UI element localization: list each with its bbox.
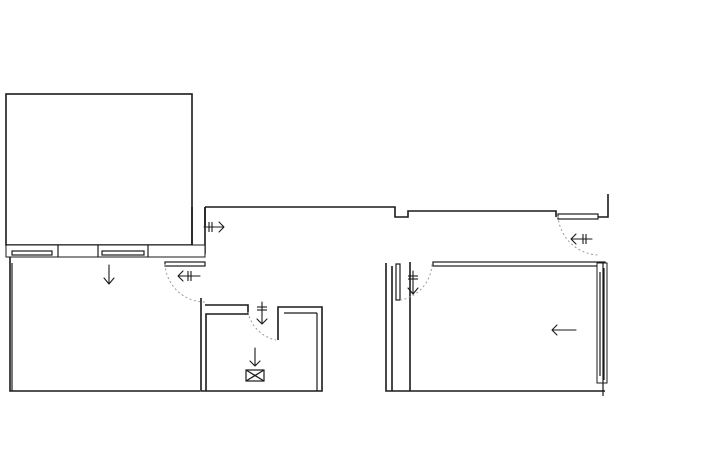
small-bathroom [200,298,323,392]
left-lower-room [9,257,200,392]
arrow-down-icon [103,264,115,285]
window-left [5,244,206,258]
arrow-left-icon [551,324,577,336]
window-right [596,262,608,396]
arrow-down-icon [407,270,419,295]
symbol-box [245,369,265,382]
right-room [385,261,606,392]
door-right-top [557,213,599,256]
arrow-left-icon [570,233,593,245]
arrow-right-icon [203,221,225,233]
door-left [164,261,206,303]
arrow-left-icon [177,270,201,282]
arrow-down-icon [256,301,268,325]
arrow-down-icon [249,347,261,367]
door-right-room [395,261,433,301]
central-corridor [204,194,609,226]
large-room-block [5,93,206,254]
